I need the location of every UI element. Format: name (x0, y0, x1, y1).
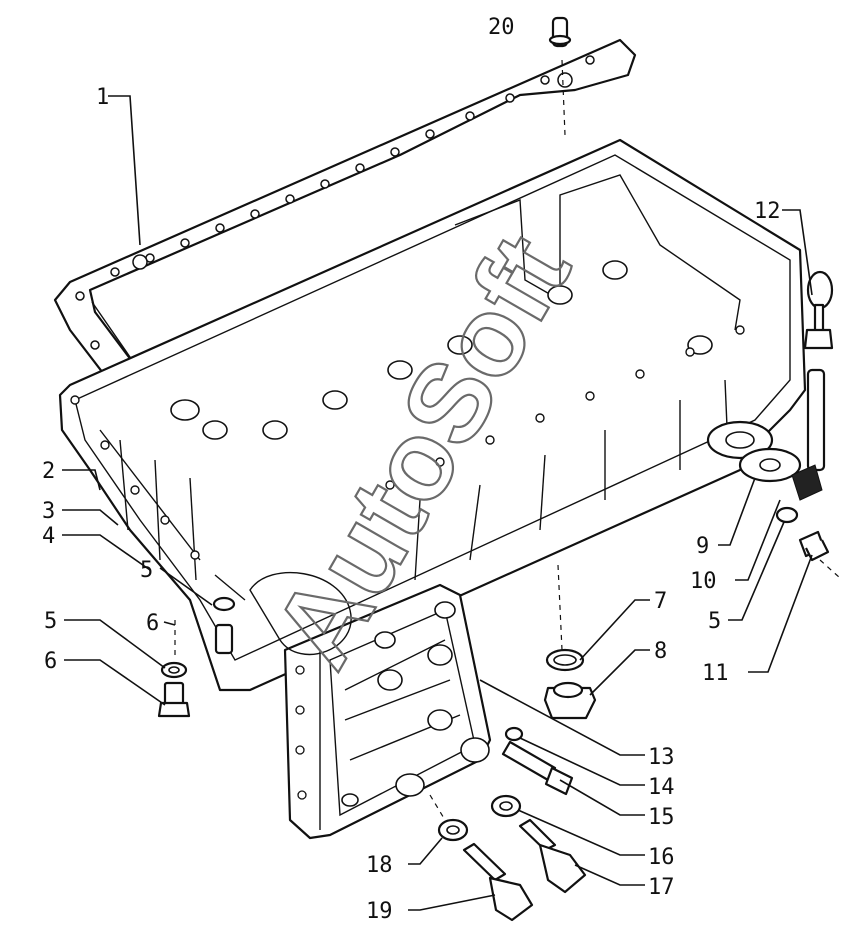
callout-6-left: 6 (44, 649, 57, 674)
callout-16: 16 (648, 845, 675, 870)
dowel-20 (548, 16, 572, 48)
callout-18: 18 (366, 853, 393, 878)
callout-5-right: 5 (708, 609, 721, 634)
dipstick (791, 270, 834, 501)
plug-11 (775, 506, 830, 562)
callout-11: 11 (702, 661, 729, 686)
drain-plug (543, 648, 597, 720)
bolt-left (157, 596, 236, 718)
callout-13: 13 (648, 745, 675, 770)
assembly-lines (174, 59, 841, 821)
callout-3: 3 (42, 499, 55, 524)
callouts: 20 1 12 2 3 4 5 5 6 6 9 10 5 11 7 8 13 (42, 15, 813, 924)
callout-14: 14 (648, 775, 675, 800)
callout-7: 7 (654, 589, 667, 614)
callout-5-upper: 5 (140, 558, 153, 583)
callout-17: 17 (648, 875, 675, 900)
callout-1: 1 (96, 85, 109, 110)
callout-5-left: 5 (44, 609, 57, 634)
oil-pan (58, 138, 807, 692)
callout-10: 10 (690, 569, 717, 594)
callout-2: 2 (42, 459, 55, 484)
callout-6-upper: 6 (146, 611, 159, 636)
callout-15: 15 (648, 805, 675, 830)
bolts-front (437, 726, 587, 922)
callout-8: 8 (654, 639, 667, 664)
callout-9: 9 (696, 534, 709, 559)
callout-4: 4 (42, 524, 55, 549)
front-cover (249, 571, 492, 840)
callout-12: 12 (754, 199, 781, 224)
callout-19: 19 (366, 899, 393, 924)
callout-20: 20 (488, 15, 515, 40)
